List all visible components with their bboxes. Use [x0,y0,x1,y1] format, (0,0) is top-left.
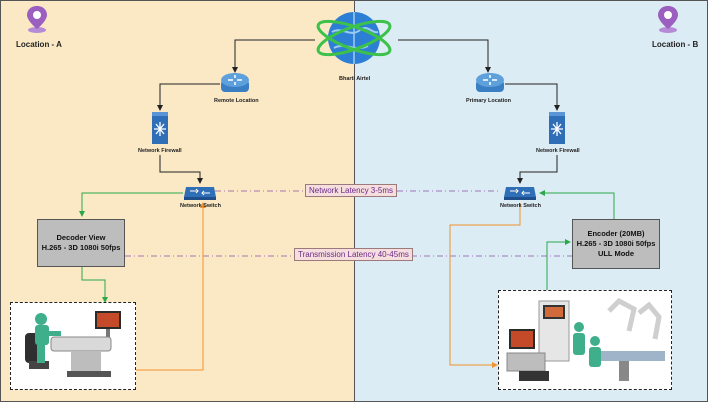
primary-location-label: Primary Location [466,98,511,104]
router-icon [221,73,249,92]
link-cart-to-encoder [546,239,571,290]
link-console-to-switch [136,202,206,371]
surgeon-console-illustration [25,311,121,377]
link-globe-to-remote [232,39,315,73]
firewall-icon [549,112,565,144]
link-firewall-to-switch-left [159,155,203,184]
router-icon [476,73,504,92]
decoder-title: Decoder View [56,233,106,242]
link-switch-to-cart [449,203,521,368]
globe-icon [316,12,392,64]
decoder-box: Decoder View H.265 - 3D 1080i 50fps [37,219,125,267]
encoder-title: Encoder (20MB) [587,229,645,238]
link-firewall-to-switch-right [517,155,558,184]
isp-label: Bharti Airtel [339,76,371,82]
link-switch-to-decoder [79,192,183,217]
firewall-right-label: Network Firewall [536,148,580,154]
location-pin-icon [658,6,678,33]
surgical-robot-illustration [506,297,665,381]
link-encoder-to-switch [539,190,615,219]
encoder-spec: H.265 - 3D 1080i 50fps [576,239,656,248]
link-globe-to-primary [398,39,491,73]
link-remote-to-firewall [157,83,220,111]
link-decoder-to-console [81,267,108,303]
remote-location-label: Remote Location [214,98,259,104]
surgical-robot-image [498,290,672,390]
network-switch-icon [184,187,216,200]
switch-right-label: Network Switch [500,203,541,209]
switch-left-label: Network Switch [180,203,221,209]
decoder-spec: H.265 - 3D 1080i 50fps [41,243,121,252]
encoder-box: Encoder (20MB) H.265 - 3D 1080i 50fps UL… [572,219,660,269]
encoder-mode: ULL Mode [597,249,635,258]
transmission-latency-label: Transmission Latency 40-45ms [294,248,413,261]
firewall-left-label: Network Firewall [138,148,182,154]
network-latency-label: Network Latency 3-5ms [305,184,398,197]
network-switch-icon [504,187,536,200]
link-primary-to-firewall [505,83,560,111]
firewall-icon [152,112,168,144]
surgeon-console-image [10,302,136,390]
location-pin-icon [27,6,47,33]
location-b-label: Location - B [652,40,699,49]
location-a-label: Location - A [16,40,62,49]
